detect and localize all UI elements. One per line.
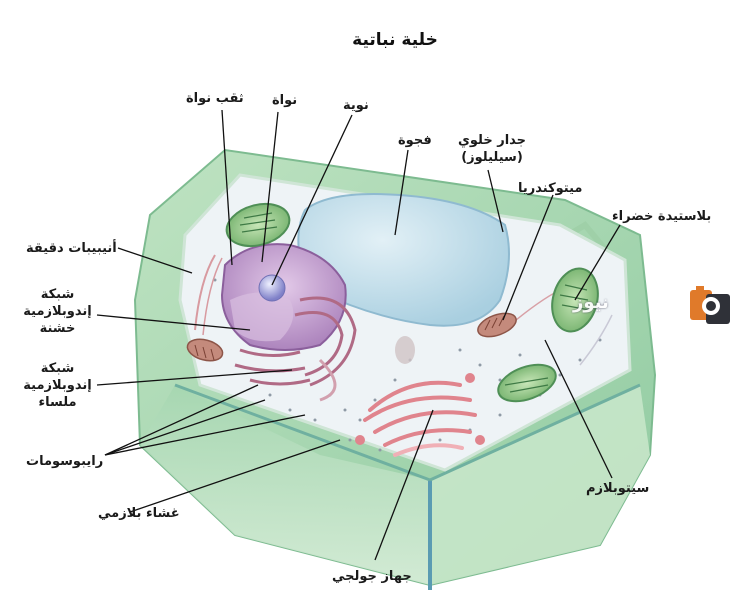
diagram-title: خلية نباتية — [352, 30, 438, 50]
vesicle — [395, 336, 415, 364]
label-nuclear-pore: ثقب نواة — [186, 91, 244, 106]
label-cell-wall-line1: جدار خلوي — [457, 133, 527, 148]
label-cytoplasm: سيتوبلازم — [586, 481, 650, 496]
label-microtubules: أنيبيبات دقيقة — [26, 241, 117, 256]
leader-lines — [96, 109, 621, 561]
label-chloroplast: بلاستيدة خضراء — [612, 209, 712, 224]
endoplasmic-reticulum — [234, 296, 357, 402]
label-smooth-er-line2: إندوبلازمية — [23, 378, 92, 393]
label-nucleus: نواة — [272, 93, 298, 108]
label-rough-er: شبكة إندوبلازمية خشنة — [20, 286, 95, 337]
label-mitochondria: ميتوكندريا — [518, 181, 583, 196]
label-smooth-er-line3: ملساء — [38, 395, 77, 410]
label-smooth-er: شبكة إندوبلازمية ملساء — [20, 360, 95, 411]
label-nucleolus: نوية — [343, 98, 369, 113]
label-rough-er-line1: شبكة — [40, 287, 75, 302]
label-golgi: جهاز جولجي — [332, 569, 412, 584]
label-cell-wall: جدار خلوي (سيليلوز) — [452, 132, 532, 166]
label-ribosomes: رايبوسومات — [26, 454, 104, 469]
nucleolus — [258, 274, 286, 302]
label-rough-er-line3: خشنة — [39, 321, 76, 336]
label-vacuole: فجوة — [398, 133, 432, 148]
watermark-text: نيوز — [573, 292, 609, 313]
mitochondria — [186, 312, 517, 362]
label-cell-wall-line2: (سيليلوز) — [461, 150, 523, 165]
label-smooth-er-line1: شبكة — [40, 361, 75, 376]
label-plasma-membrane: غشاء بلازمي — [98, 506, 180, 521]
camera-logo-icon — [690, 286, 730, 324]
label-rough-er-line2: إندوبلازمية — [23, 304, 92, 319]
golgi-apparatus — [355, 373, 485, 457]
